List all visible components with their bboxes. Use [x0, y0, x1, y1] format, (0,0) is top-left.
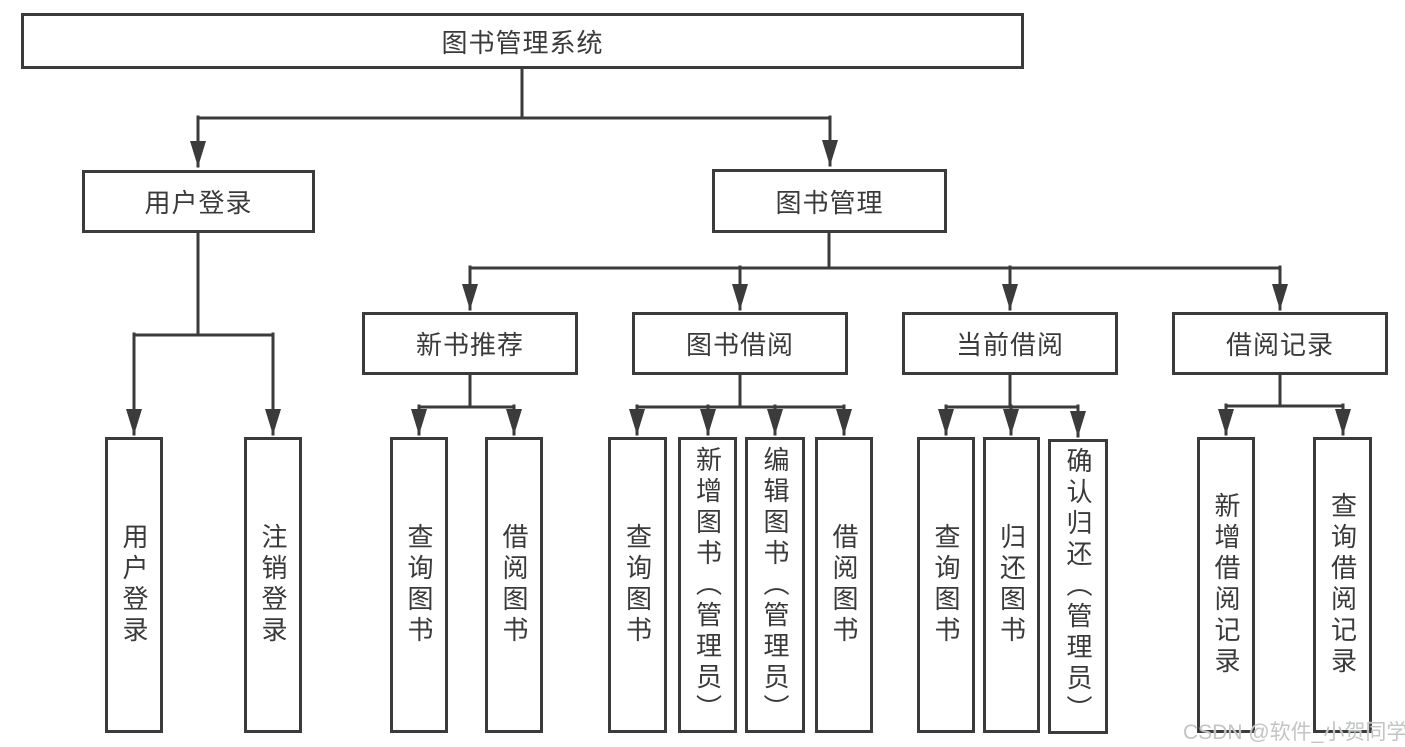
leaf-confirm-return-admin: 确认归还（管理员）: [1048, 439, 1108, 734]
node-library-management-system: 图书管理系统: [21, 13, 1024, 69]
leaf-add-borrow-record: 新增借阅记录: [1197, 437, 1255, 733]
node-current-borrowing: 当前借阅: [902, 312, 1118, 375]
node-label: 查询图书: [622, 523, 653, 647]
leaf-query-books-current: 查询图书: [917, 437, 975, 733]
node-book-management: 图书管理: [712, 169, 947, 233]
leaf-borrow-books-borrowing: 借阅图书: [815, 437, 873, 733]
node-label: 用户登录: [144, 188, 253, 218]
leaf-query-books-recommend: 查询图书: [390, 437, 448, 733]
node-label: 归还图书: [996, 523, 1027, 647]
node-book-borrowing: 图书借阅: [632, 312, 848, 375]
node-label: 用户登录: [119, 523, 149, 647]
node-label: 图书借阅: [685, 330, 794, 360]
node-label: 图书管理: [775, 187, 884, 218]
leaf-edit-books-admin: 编辑图书（管理员）: [745, 437, 805, 733]
node-label: 图书管理系统: [441, 27, 604, 58]
node-label: 新增借阅记录: [1211, 492, 1241, 678]
node-new-book-recommendation: 新书推荐: [362, 312, 578, 375]
node-label: 当前借阅: [955, 330, 1064, 360]
leaf-add-books-admin: 新增图书（管理员）: [678, 437, 737, 733]
leaf-query-borrow-record: 查询借阅记录: [1313, 437, 1372, 733]
csdn-watermark: CSDN @软件_小贺同学: [1183, 721, 1405, 744]
node-borrowing-records: 借阅记录: [1172, 312, 1388, 375]
leaf-query-books-borrowing: 查询图书: [608, 437, 667, 733]
leaf-user-login: 用户登录: [105, 437, 163, 733]
node-label: 查询图书: [404, 523, 434, 647]
leaf-logout: 注销登录: [244, 437, 302, 733]
leaf-borrow-books-recommend: 借阅图书: [485, 437, 543, 733]
leaf-return-books: 归还图书: [983, 437, 1040, 733]
node-label: 确认归还（管理员）: [1063, 447, 1093, 726]
node-label: 新书推荐: [415, 330, 524, 360]
node-label: 新增图书（管理员）: [692, 445, 723, 725]
node-user-login: 用户登录: [82, 170, 315, 233]
node-label: 借阅图书: [499, 523, 529, 647]
node-label: 查询图书: [931, 523, 961, 647]
node-label: 借阅记录: [1225, 330, 1334, 360]
node-label: 借阅图书: [829, 523, 859, 647]
node-label: 注销登录: [258, 523, 288, 647]
node-label: 编辑图书（管理员）: [760, 445, 790, 725]
node-label: 查询借阅记录: [1327, 492, 1358, 678]
